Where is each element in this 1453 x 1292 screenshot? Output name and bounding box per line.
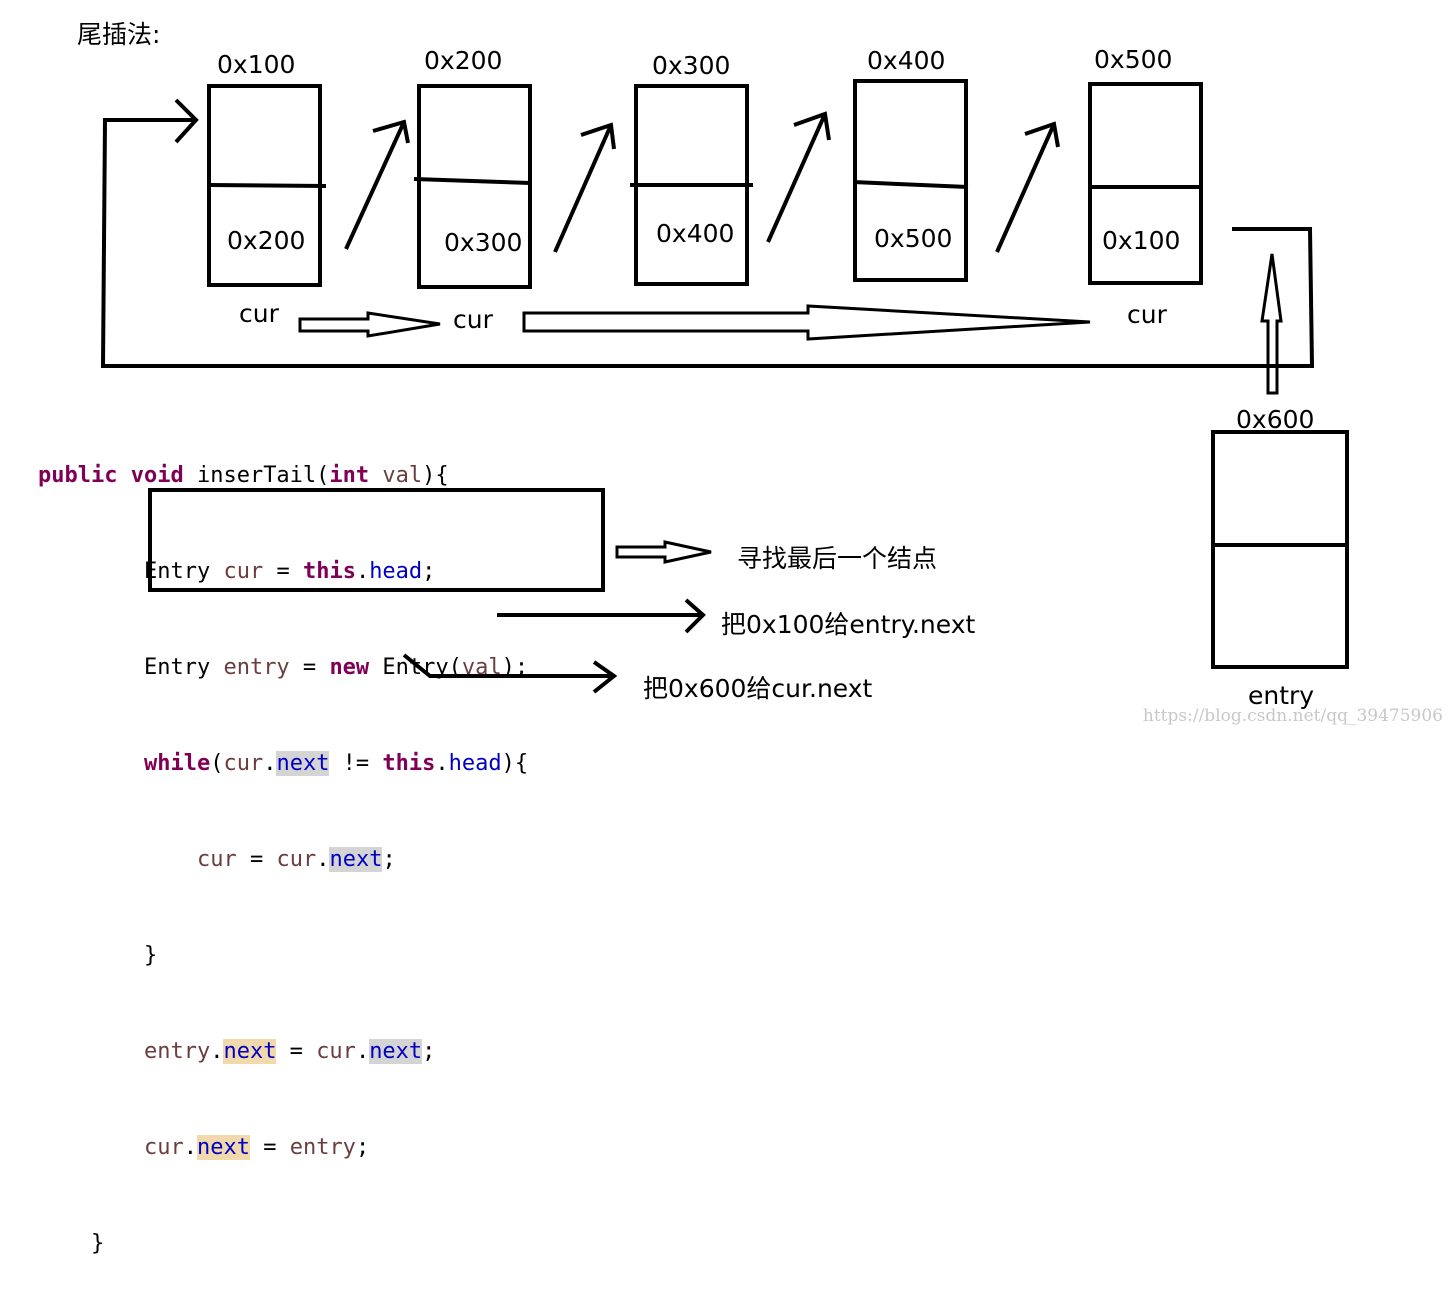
code-line: while(cur.next != this.head){ — [143, 751, 529, 776]
node-next-value: 0x500 — [874, 224, 953, 253]
cur-label: cur — [453, 305, 493, 334]
code-line: entry.next = cur.next; — [143, 1039, 436, 1064]
node-address-label: 0x300 — [652, 51, 731, 80]
node-next-value: 0x100 — [1102, 226, 1181, 255]
entry-label: entry — [1248, 681, 1315, 710]
node-box-0x500 — [1088, 82, 1203, 285]
note-find-last: 寻找最后一个结点 — [737, 544, 938, 573]
code-line: Entry entry = new Entry(val); — [143, 655, 529, 680]
cur-next-arrow-line — [402, 653, 612, 678]
cur-next-arrowhead — [592, 660, 618, 694]
note-entry-next: 把0x100给entry.next — [721, 610, 976, 639]
node-address-label: 0x200 — [424, 46, 503, 75]
node-box-0x200 — [417, 84, 532, 289]
cur-label: cur — [239, 299, 279, 328]
link-arrow — [995, 121, 1060, 253]
node-address-label: 0x600 — [1236, 405, 1315, 434]
linked-list-diagram — [100, 79, 1349, 694]
link-arrow — [344, 119, 410, 250]
cur-label: cur — [1127, 300, 1167, 329]
node-next-value: 0x400 — [656, 219, 735, 248]
code-line: cur = cur.next; — [196, 847, 396, 872]
page-title: 尾插法: — [77, 20, 161, 49]
watermark: https://blog.csdn.net/qq_39475906 — [1142, 706, 1443, 726]
link-arrow — [553, 122, 616, 253]
circular-link-arrowhead — [174, 98, 199, 144]
cur-move-arrow — [522, 304, 1091, 341]
code-line: cur.next = entry; — [143, 1135, 370, 1160]
circular-link-line — [100, 118, 1315, 368]
code-line: Entry cur = this.head; — [143, 559, 436, 584]
while-loop-frame — [148, 488, 605, 592]
find-last-arrow — [615, 540, 712, 564]
link-arrow — [766, 111, 831, 243]
node-next-value: 0x200 — [227, 226, 306, 255]
cur-move-arrow — [298, 311, 441, 338]
note-cur-next: 把0x600给cur.next — [643, 674, 873, 703]
code-line: public void inserTail(int val){ — [38, 463, 449, 488]
code-line: } — [143, 943, 158, 968]
node-next-value: 0x300 — [444, 228, 523, 257]
node-address-label: 0x500 — [1094, 45, 1173, 74]
code-line: } — [90, 1231, 105, 1256]
node-box-0x600 — [1211, 430, 1349, 669]
entry-up-arrow — [1260, 253, 1283, 395]
node-address-label: 0x400 — [867, 46, 946, 75]
entry-next-arrowhead — [684, 598, 706, 634]
node-address-label: 0x100 — [217, 50, 296, 79]
code-block: public void inserTail(int val){ Entry cu… — [38, 396, 528, 1292]
